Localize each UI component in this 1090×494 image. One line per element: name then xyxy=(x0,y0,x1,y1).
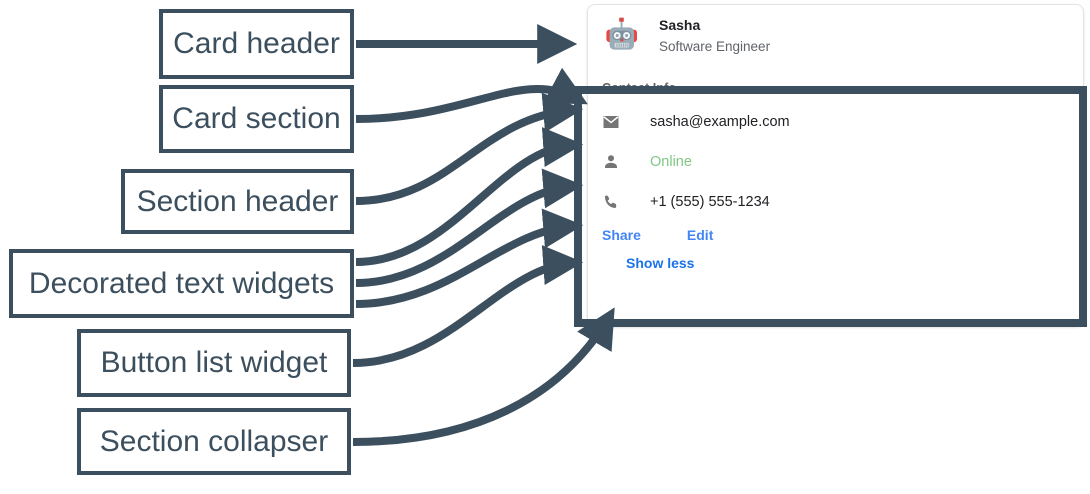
card-header-subtitle: Software Engineer xyxy=(659,38,771,54)
share-button[interactable]: Share xyxy=(602,227,641,243)
section-collapser: Show less xyxy=(602,255,1083,271)
phone-icon xyxy=(604,195,617,208)
decorated-text-widget-phone[interactable]: +1 (555) 555-1234 xyxy=(602,187,1083,216)
arrow-section-header xyxy=(355,92,584,205)
callout-card-section: Card section xyxy=(159,85,354,153)
button-list-widget: Share Edit xyxy=(602,227,1083,243)
arrow-decorated-1 xyxy=(355,127,584,266)
card-header: Sasha Software Engineer xyxy=(588,5,1083,67)
arrow-decorated-3 xyxy=(355,208,584,308)
callout-card-header: Card header xyxy=(159,9,354,79)
decorated-text-email: sasha@example.com xyxy=(650,113,790,130)
decorated-text-phone: +1 (555) 555-1234 xyxy=(650,193,770,210)
arrow-decorated-2 xyxy=(355,168,584,287)
profile-card: Sasha Software Engineer Contact Info sas… xyxy=(587,4,1084,327)
card-header-title: Sasha xyxy=(659,16,701,33)
callout-decorated-text-widgets: Decorated text widgets xyxy=(9,249,354,318)
arrow-section-collapser xyxy=(352,307,615,446)
person-icon xyxy=(605,154,617,168)
card-section: Contact Info sasha@example.com Online xyxy=(588,67,1083,271)
decorated-text-widget-status[interactable]: Online xyxy=(602,147,1083,176)
decorated-text-status: Online xyxy=(650,153,692,170)
arrow-card-section xyxy=(355,67,588,123)
section-header: Contact Info xyxy=(602,81,677,95)
edit-button[interactable]: Edit xyxy=(686,227,714,243)
robot-avatar-icon xyxy=(606,17,637,50)
arrow-button-list xyxy=(352,245,584,367)
mail-icon xyxy=(603,115,619,128)
show-less-button[interactable]: Show less xyxy=(626,255,695,271)
callout-section-collapser: Section collapser xyxy=(77,408,351,475)
card-header-texts: Sasha Software Engineer xyxy=(659,16,770,57)
callout-button-list-widget: Button list widget xyxy=(77,329,351,397)
decorated-text-widget-email[interactable]: sasha@example.com xyxy=(602,107,1083,136)
callout-section-header: Section header xyxy=(121,169,354,234)
